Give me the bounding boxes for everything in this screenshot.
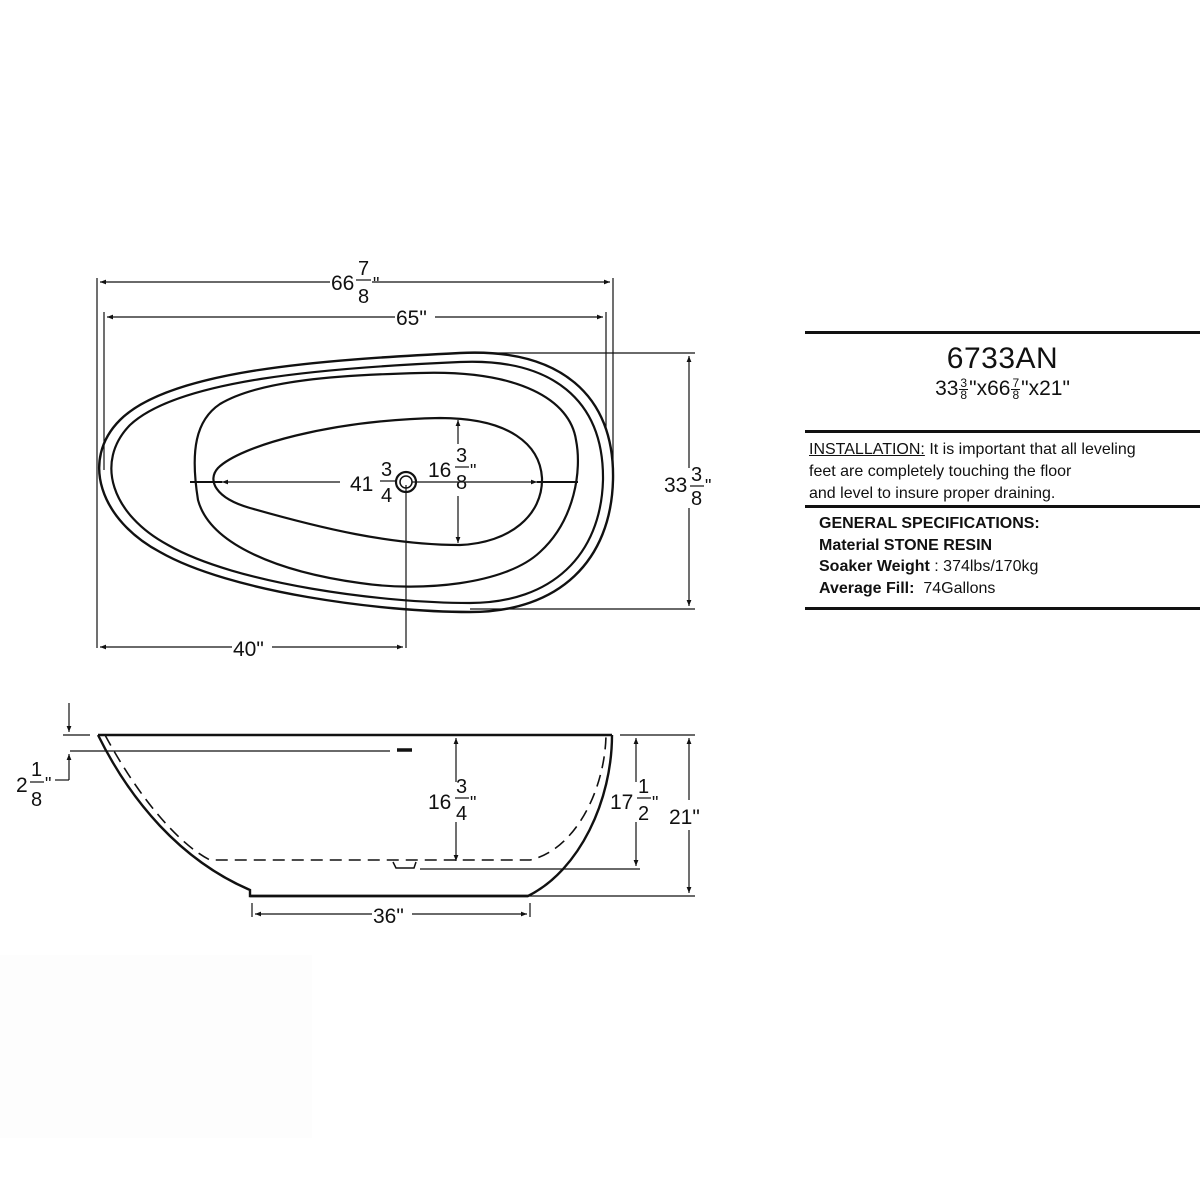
svg-text:3: 3 xyxy=(456,776,467,798)
installation-label: INSTALLATION: xyxy=(809,441,925,458)
top-view xyxy=(96,278,695,650)
side-view-labels: 2 1 8 " 16 3 4 " 17 1 2 " 21" 36" xyxy=(16,759,700,928)
svg-text:3: 3 xyxy=(691,464,702,486)
svg-text:17: 17 xyxy=(610,791,633,814)
weight-value: : 374lbs/170kg xyxy=(929,558,1039,575)
svg-text:16: 16 xyxy=(428,459,451,482)
svg-text:36": 36" xyxy=(373,905,404,928)
svg-text:1: 1 xyxy=(31,759,42,781)
specs-heading: GENERAL SPECIFICATIONS: xyxy=(819,515,1040,532)
svg-text:33: 33 xyxy=(664,474,687,497)
divider xyxy=(805,505,1200,508)
svg-text:66: 66 xyxy=(331,272,354,295)
model-number: 6733AN xyxy=(946,342,1059,375)
svg-text:": " xyxy=(470,461,476,481)
svg-text:": " xyxy=(705,476,711,496)
svg-text:4: 4 xyxy=(456,803,467,825)
svg-text:": " xyxy=(470,793,476,813)
svg-text:2: 2 xyxy=(638,803,649,825)
svg-text:1: 1 xyxy=(638,776,649,798)
divider xyxy=(805,430,1200,433)
svg-text:8: 8 xyxy=(31,789,42,811)
general-specifications: GENERAL SPECIFICATIONS: Material STONE R… xyxy=(819,515,1040,597)
svg-text:16: 16 xyxy=(428,791,451,814)
svg-text:65": 65" xyxy=(396,307,427,330)
svg-text:": " xyxy=(652,793,658,813)
material: Material STONE RESIN xyxy=(819,536,993,554)
svg-text:": " xyxy=(373,274,379,294)
fill-value: 74Gallons xyxy=(914,579,996,597)
divider xyxy=(805,607,1200,610)
svg-text:7: 7 xyxy=(358,258,369,280)
svg-text:3: 3 xyxy=(456,445,467,467)
svg-text:4: 4 xyxy=(381,485,392,507)
drain-icon xyxy=(394,470,418,494)
side-view xyxy=(55,703,695,917)
svg-text:": " xyxy=(45,774,51,794)
svg-text:2: 2 xyxy=(16,774,28,797)
svg-text:41: 41 xyxy=(350,473,373,496)
background-patch xyxy=(0,955,312,1138)
svg-text:3: 3 xyxy=(381,459,392,481)
svg-text:8: 8 xyxy=(691,488,702,510)
top-view-labels: 66 7 8 " 65" 33 3 8 " 40" 41 3 4 16 3 8 … xyxy=(233,258,711,661)
divider xyxy=(805,331,1200,334)
svg-text:8: 8 xyxy=(358,286,369,308)
svg-text:40": 40" xyxy=(233,638,264,661)
installation-note: INSTALLATION: It is important that all l… xyxy=(809,441,1136,502)
svg-text:8: 8 xyxy=(456,472,467,494)
svg-text:21": 21" xyxy=(669,806,700,829)
